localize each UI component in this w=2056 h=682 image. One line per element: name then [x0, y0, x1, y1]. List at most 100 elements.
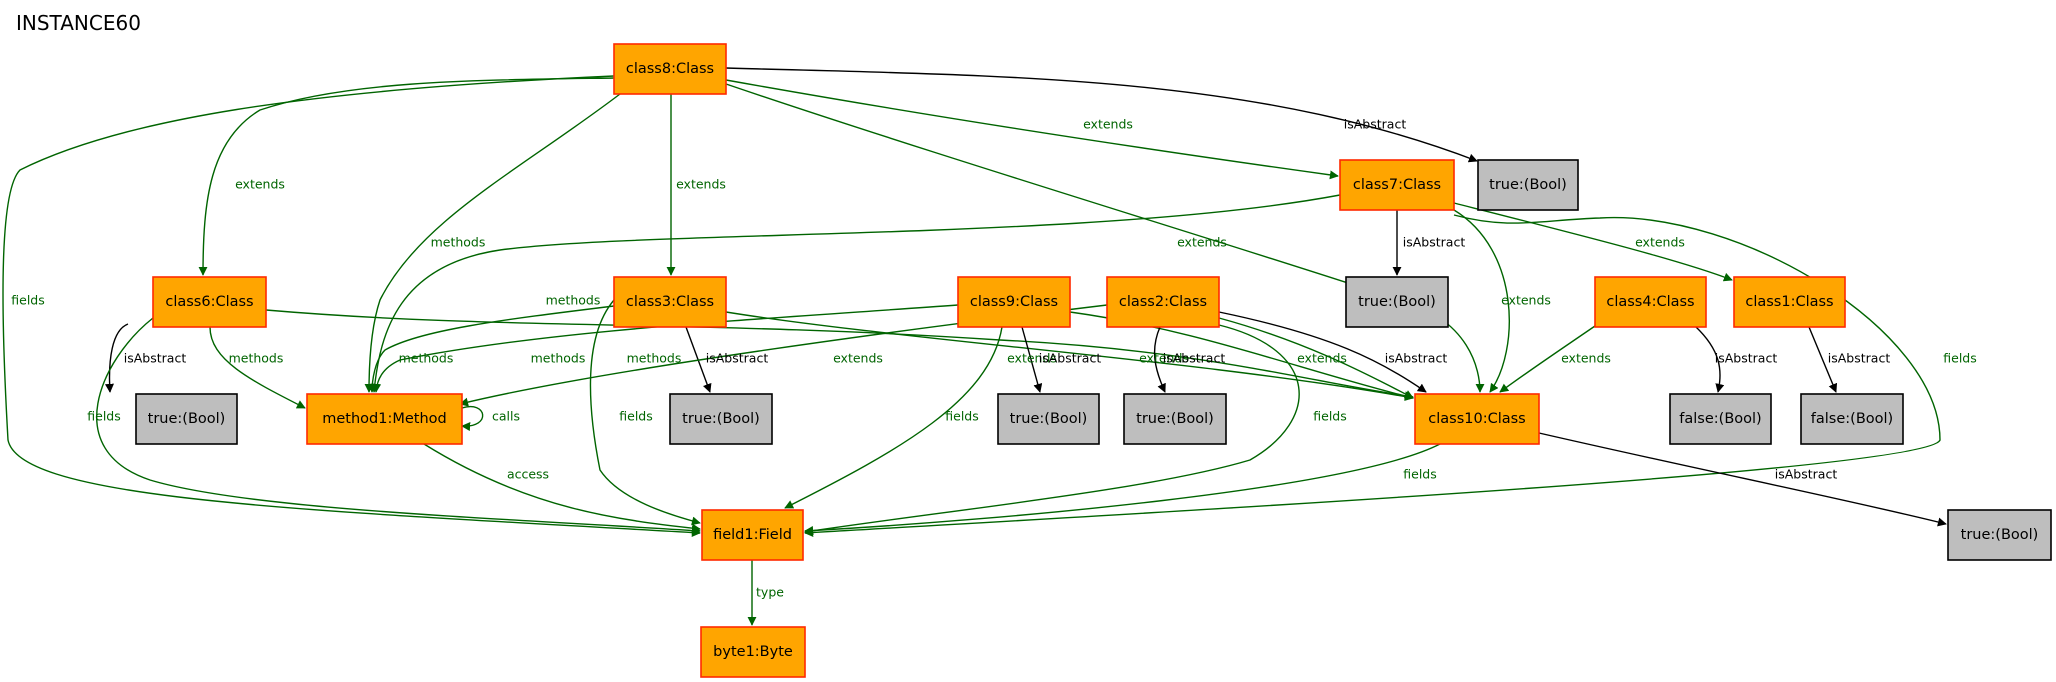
edge-label: calls — [492, 409, 520, 424]
node-box — [1669, 393, 1772, 445]
node-box — [997, 393, 1100, 445]
node-box — [613, 43, 727, 95]
edge-label: isAbstract — [124, 351, 187, 366]
node-box — [1594, 276, 1707, 328]
node-box — [1123, 393, 1227, 445]
node-box — [1339, 159, 1455, 211]
edge-isabstract-line — [105, 323, 129, 393]
node-b_c3[interactable]: true:(Bool) — [669, 393, 773, 445]
node-b_c9[interactable]: true:(Bool) — [997, 393, 1100, 445]
edge-fields-line — [804, 324, 1300, 536]
node-class3[interactable]: class3:Class — [613, 276, 727, 328]
node-box — [1800, 393, 1904, 445]
node-label: class9:Class — [970, 294, 1058, 310]
edge-methods-line — [209, 326, 306, 409]
edge-fields-line — [96, 317, 701, 535]
edge-label: methods — [531, 351, 586, 366]
node-b_c7[interactable]: true:(Bool) — [1345, 276, 1449, 328]
edge-label: fields — [619, 409, 652, 424]
edge-label: extends — [1561, 351, 1611, 366]
edge-label: methods — [627, 351, 682, 366]
node-field1[interactable]: field1:Field — [701, 509, 804, 561]
edge-extends-line — [265, 309, 1414, 401]
node-b_c4[interactable]: false:(Bool) — [1669, 393, 1772, 445]
node-label: true:(Bool) — [1136, 411, 1214, 427]
edge-label: extends — [1297, 351, 1347, 366]
node-box — [700, 626, 806, 678]
edge-label: access — [507, 467, 549, 482]
node-class8[interactable]: class8:Class — [613, 43, 727, 95]
node-b_c1[interactable]: false:(Bool) — [1800, 393, 1904, 445]
edge-extends-line — [725, 79, 1339, 180]
edge-label: fields — [1403, 467, 1436, 482]
edge-isabstract-line — [1153, 326, 1166, 393]
node-class6[interactable]: class6:Class — [152, 276, 267, 328]
node-label: method1:Method — [322, 411, 447, 427]
node-label: class3:Class — [626, 294, 714, 310]
node-class10[interactable]: class10:Class — [1414, 393, 1540, 445]
edge-isabstract-line — [1021, 326, 1043, 393]
edge-label: isAbstract — [1163, 351, 1226, 366]
diagram-title: INSTANCE60 — [16, 11, 141, 35]
edge-label: fields — [1943, 351, 1976, 366]
edge-calls-line — [461, 405, 484, 432]
node-box — [135, 393, 238, 445]
node-byte1[interactable]: byte1:Byte — [700, 626, 806, 678]
node-box — [957, 276, 1071, 328]
node-label: false:(Bool) — [1811, 411, 1893, 427]
edge-label: isAbstract — [1775, 467, 1838, 482]
edge-isabstract-line — [1538, 432, 1947, 527]
edge-label: fields — [87, 409, 120, 424]
node-method1[interactable]: method1:Method — [306, 393, 463, 445]
edge-extends-line — [1218, 317, 1414, 399]
edge-extends-line — [725, 311, 1414, 402]
edge-fields-line — [804, 443, 1441, 536]
node-b_c6[interactable]: true:(Bool) — [135, 393, 238, 445]
node-class2[interactable]: class2:Class — [1106, 276, 1220, 328]
node-class1[interactable]: class1:Class — [1733, 276, 1846, 328]
node-label: byte1:Byte — [713, 644, 793, 660]
edge-fields-line — [804, 214, 1941, 538]
node-box — [152, 276, 267, 328]
node-b_c10[interactable]: true:(Bool) — [1947, 509, 2052, 561]
node-box — [1947, 509, 2052, 561]
node-b_c2[interactable]: true:(Bool) — [1123, 393, 1227, 445]
edge-label: extends — [235, 177, 285, 192]
node-label: class7:Class — [1353, 177, 1441, 193]
node-label: false:(Bool) — [1679, 411, 1761, 427]
edge-label: extends — [1177, 235, 1227, 250]
edge-label: extends — [1501, 293, 1551, 308]
node-box — [1345, 276, 1449, 328]
node-box — [1477, 159, 1579, 211]
node-label: class8:Class — [626, 61, 714, 77]
edge-isabstract-line — [1218, 311, 1427, 393]
node-label: true:(Bool) — [1961, 527, 2039, 543]
node-label: field1:Field — [713, 527, 792, 543]
edge-label: extends — [676, 177, 726, 192]
node-label: class10:Class — [1428, 411, 1525, 427]
node-class9[interactable]: class9:Class — [957, 276, 1071, 328]
edge-label: isAbstract — [1828, 351, 1891, 366]
node-box — [613, 276, 727, 328]
node-label: true:(Bool) — [682, 411, 760, 427]
node-label: true:(Bool) — [1489, 177, 1567, 193]
edge-extends-line — [1453, 202, 1733, 282]
node-box — [1414, 393, 1540, 445]
edge-access-line — [423, 443, 701, 533]
edge-label: isAbstract — [1385, 351, 1448, 366]
node-class4[interactable]: class4:Class — [1594, 276, 1707, 328]
edge-label: isAbstract — [1344, 117, 1407, 132]
node-class7[interactable]: class7:Class — [1339, 159, 1455, 211]
node-b_c7top[interactable]: true:(Bool) — [1477, 159, 1579, 211]
edge-extends-line — [1453, 209, 1510, 393]
edge-label: methods — [399, 351, 454, 366]
edge-label: extends — [833, 351, 883, 366]
edge-label: methods — [431, 235, 486, 250]
edge-isabstract-line — [1808, 326, 1838, 393]
edge-isabstract-line — [725, 67, 1478, 163]
edge-label: extends — [1083, 117, 1133, 132]
edge-fields-line — [2, 75, 701, 538]
edge-label: methods — [546, 293, 601, 308]
edges-layer — [2, 67, 1947, 626]
